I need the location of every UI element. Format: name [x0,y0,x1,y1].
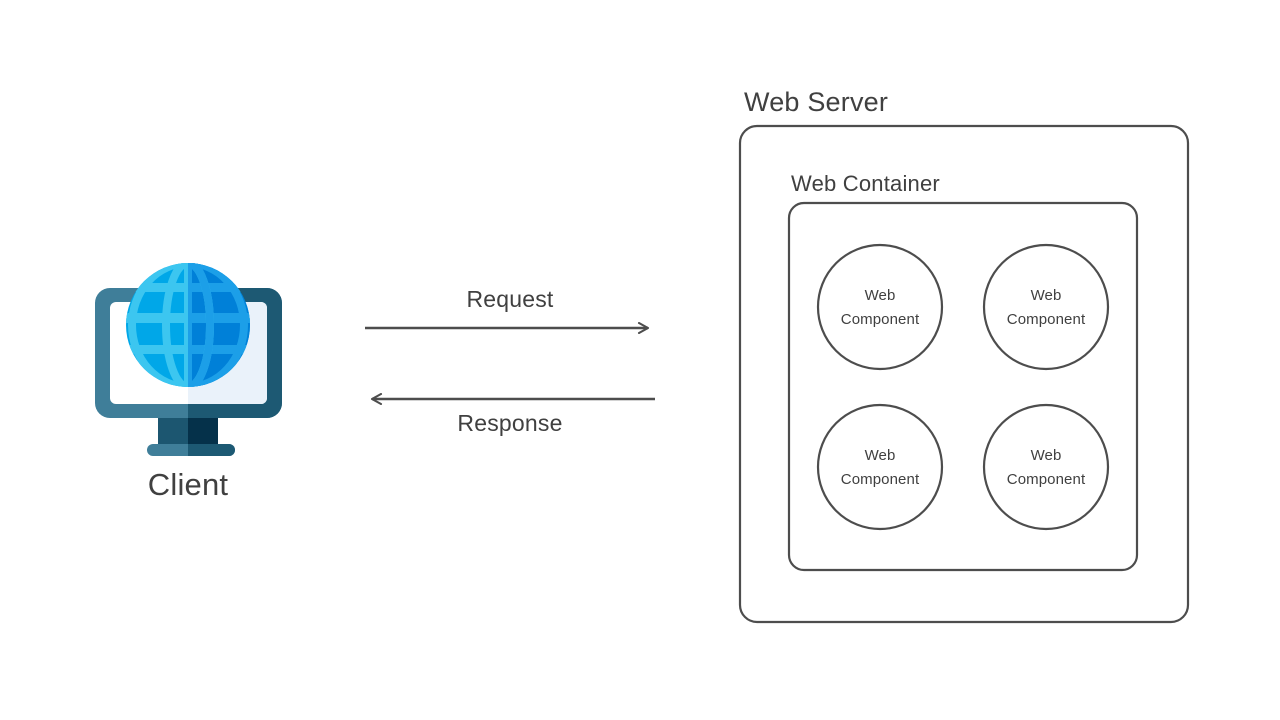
web-server-label: Web Server [744,87,889,117]
client-monitor-icon [95,263,282,456]
web-component-label: Web Component [984,284,1108,331]
web-container-box [787,201,1139,572]
web-component-label-line2: Component [840,470,920,488]
web-component-label: Web Component [818,284,942,331]
web-component-circle [982,243,1110,371]
globe-icon [126,263,250,387]
client-label: Client [147,467,229,502]
web-component-label: Web Component [984,444,1108,491]
web-component-label-line1: Web [864,287,896,304]
web-component-circle [982,403,1110,531]
web-container-label: Web Container [791,171,940,196]
web-component-label-line1: Web [1030,447,1062,464]
web-component-circle [816,243,944,371]
web-component-circles [816,243,1110,531]
response-flow-label: Response [457,410,563,436]
web-component-label-line2: Component [1006,310,1086,328]
web-component-label-line1: Web [1030,287,1062,304]
web-component-label: Web Component [818,444,942,491]
web-component-circle [816,403,944,531]
web-component-label-line1: Web [864,447,896,464]
web-component-label-line2: Component [840,310,920,328]
web-server-box [738,124,1190,624]
flow-arrows [365,328,655,399]
web-component-label-line2: Component [1006,470,1086,488]
request-flow-label: Request [466,286,554,312]
